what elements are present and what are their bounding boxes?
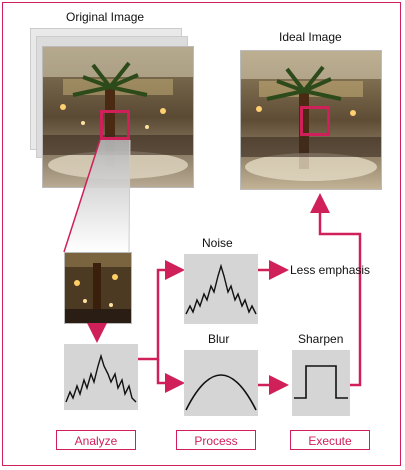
noise-graph-panel — [184, 254, 258, 324]
ideal-image — [240, 50, 382, 190]
ideal-focus-square — [300, 106, 330, 136]
noisy-signal — [65, 353, 137, 403]
less-emphasis-label: Less emphasis — [290, 263, 371, 277]
process-tag: Process — [176, 430, 256, 450]
execute-tag: Execute — [290, 430, 370, 450]
analyze-tag: Analyze — [56, 430, 136, 450]
noise-label: Noise — [202, 236, 233, 250]
blur-graph-panel — [184, 350, 258, 416]
ideal-image-title: Ideal Image — [279, 30, 342, 44]
noise-signal — [185, 263, 257, 315]
zoomed-crop — [64, 252, 132, 324]
original-focus-square — [100, 110, 130, 140]
sharpen-signal — [294, 365, 348, 399]
blur-curve — [185, 374, 257, 411]
original-image-title: Original Image — [66, 10, 145, 24]
blur-label: Blur — [208, 332, 230, 346]
sharpen-label: Sharpen — [298, 332, 344, 346]
analyze-graph-panel — [64, 344, 138, 410]
sharpen-graph-panel — [292, 350, 350, 416]
diagram-frame — [2, 2, 401, 466]
